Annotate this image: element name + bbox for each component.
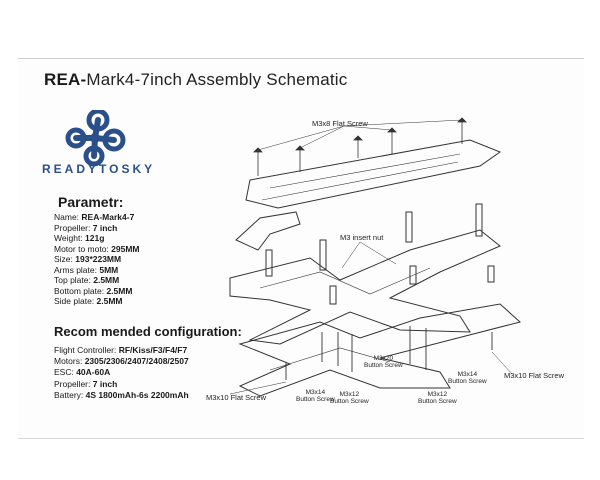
param-value: 5MM [99,264,119,275]
label-m3x10-flat-screw-right: M3x10 Flat Screw [504,371,565,380]
recommended-value: 2305/2306/2407/2408/2507 [84,356,189,367]
sheet-bottom-rule [18,438,584,439]
arms-plate [229,229,501,345]
recommended-item: ESC: 40A-60A [54,368,110,377]
recommended-item: Flight Controller: RF/Kiss/F3/F4/F7 [54,346,187,355]
param-label: Name: [54,212,82,222]
recommended-label: Motors: [54,356,85,367]
param-value: 121g [85,233,105,243]
param-item: Weight: 121g [54,234,104,243]
standoff [487,265,495,283]
param-label: Bottom plate: [54,285,107,296]
recommended-label: Flight Controller: [54,345,119,355]
label-m3x14-right: M3x14 Button Screw [448,371,487,385]
schematic-sheet [18,58,584,439]
param-value: 193*223MM [75,254,122,264]
recommended-value: 4S 1800mAh-6s 2200mAh [85,389,189,400]
label-m3x8-flat-screw: M3x8 Flat Screw [312,119,368,128]
standoff [405,211,413,243]
param-label: Propeller: [54,222,93,233]
recommended-label: Battery: [54,389,86,400]
side-plate [235,211,301,251]
param-item: Top plate: 2.5MM [54,276,119,285]
param-item: Motor to moto: 295MM [54,243,140,254]
param-label: Arms plate: [54,264,100,275]
recommended-label: Propeller: [54,378,93,389]
label-m3x12-right: M3x12 Button Screw [418,391,457,405]
param-item: Propeller: 7 inch [54,222,118,233]
param-item: Name: REA-Mark4-7 [54,213,134,222]
recommended-value: 7 inch [92,378,118,389]
recommended-value: 40A-60A [76,367,111,378]
param-label: Size: [54,254,76,264]
exploded-frame-drawing [229,117,522,397]
param-value: 7 inch [92,222,118,233]
bottom-plate [238,303,522,397]
recommended-item: Motors: 2305/2306/2407/2408/2507 [54,357,189,366]
param-value: 295MM [111,243,140,254]
label-m3-insert-nut: M3 insert nut [340,233,384,242]
param-label: Side plate: [54,296,97,306]
param-item: Arms plate: 5MM [54,264,119,275]
standoff [329,285,337,305]
standoff [475,203,483,237]
recommended-label: ESC: [54,367,77,378]
recommended-value: RF/Kiss/F3/F4/F7 [118,345,188,355]
param-value: 2.5MM [96,296,123,306]
param-item: Bottom plate: 2.5MM [54,285,133,296]
page-title: REA-Mark4-7inch Assembly Schematic [44,70,347,90]
top-plate [245,139,502,209]
logo-wordmark: READYTOSKY [42,162,156,176]
label-m3x10-flat-screw-left: M3x10 Flat Screw [206,393,267,402]
label-m3x14-left: M3x14 Button Screw [296,389,335,403]
param-value: REA-Mark4-7 [81,212,135,222]
label-m3x12-left: M3x12 Button Screw [330,391,369,405]
standoff [409,265,417,285]
param-value: 2.5MM [106,285,133,296]
recommended-item: Propeller: 7 inch [54,378,118,389]
param-label: Top plate: [54,275,94,285]
title-bold: REA- [44,70,87,89]
recommended-heading: Recom mended configuration: [54,324,242,339]
title-rest: Mark4-7inch Assembly Schematic [86,70,348,89]
standoff [319,239,327,271]
standoff [265,249,273,277]
label-m3x20: M3x20 Button Screw [364,355,403,369]
param-label: Motor to moto: [54,243,112,254]
recommended-item: Battery: 4S 1800mAh-6s 2200mAh [54,391,189,400]
param-value: 2.5MM [93,275,120,285]
readytosky-logo-icon [65,110,126,167]
parameters-heading: Parametr: [58,194,124,210]
param-item: Size: 193*223MM [54,255,121,264]
param-label: Weight: [54,233,86,243]
param-item: Side plate: 2.5MM [54,297,123,306]
